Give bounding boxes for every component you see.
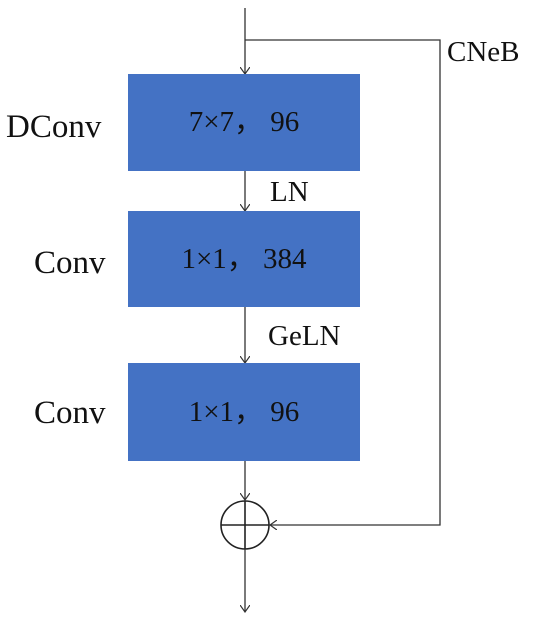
cneb-label: CNeB	[447, 36, 520, 68]
dconv-layer-label: DConv	[6, 109, 102, 145]
ln-label: LN	[270, 176, 309, 208]
conv-block-1: 1×1， 384	[128, 211, 360, 307]
skip-connection-line	[245, 39, 441, 525]
conv-layer-label-1: Conv	[34, 245, 106, 281]
conv-block-1-spec: 1×1， 384	[181, 242, 307, 275]
conv-block-2-spec: 1×1， 96	[188, 395, 300, 428]
geln-label: GeLN	[268, 320, 341, 352]
dconv-block-spec: 7×7， 96	[188, 106, 300, 138]
sum-icon	[220, 500, 270, 550]
dconv-block: 7×7， 96	[128, 74, 360, 171]
conv-layer-label-2: Conv	[34, 395, 106, 431]
conv-block-2: 1×1， 96	[128, 363, 360, 461]
